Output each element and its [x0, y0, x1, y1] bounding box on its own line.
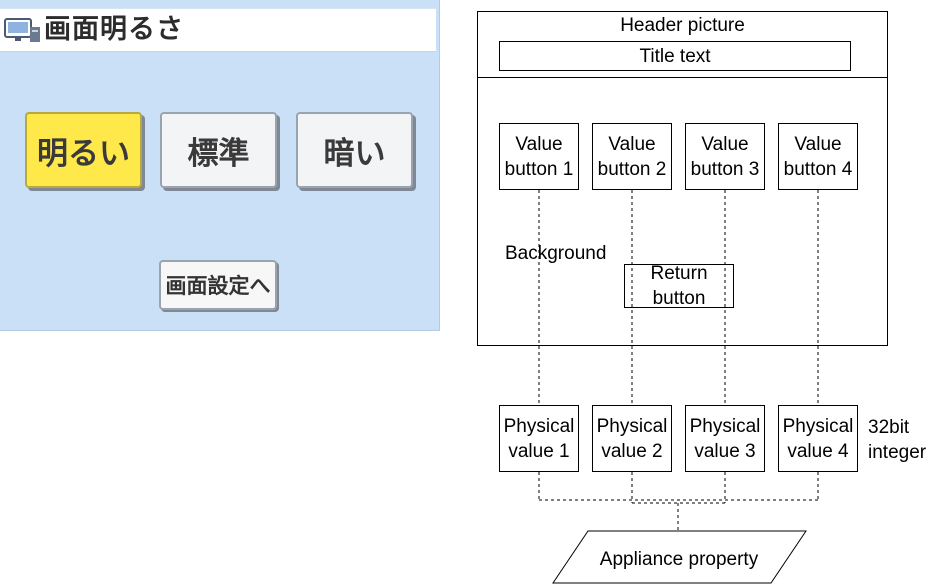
value-button-2-line1: Value — [608, 133, 656, 155]
physical-value-1: Physical value 1 — [499, 405, 579, 472]
value-button-3-line1: Value — [701, 133, 749, 155]
value-button-4-line1: Value — [794, 133, 842, 155]
value-button-4-line2: button 4 — [783, 158, 853, 180]
title-text-box: Title text — [499, 41, 851, 71]
header-divider — [477, 77, 888, 78]
screen-title: 画面明るさ — [44, 14, 184, 45]
appliance-property-shape — [552, 530, 807, 584]
value-button-4: Value button 4 — [778, 123, 858, 190]
physical-value-1-line2: value 1 — [508, 440, 570, 462]
return-button-box: Return button — [624, 263, 734, 309]
physical-value-3-line2: value 3 — [694, 440, 756, 462]
screen-settings-button[interactable]: 画面設定へ — [159, 260, 277, 310]
title-text-label: Title text — [639, 45, 711, 67]
physical-value-2-line2: value 2 — [601, 440, 663, 462]
value-button-3: Value button 3 — [685, 123, 765, 190]
value-button-1: Value button 1 — [499, 123, 579, 190]
physical-value-4: Physical value 4 — [778, 405, 858, 472]
physical-type-line1: 32bit — [868, 417, 910, 438]
value-button-1-line1: Value — [515, 133, 563, 155]
monitor-icon — [4, 18, 40, 42]
physical-value-1-line1: Physical — [503, 415, 575, 437]
value-button-1-line2: button 1 — [504, 158, 574, 180]
screen-frame — [477, 11, 888, 346]
value-button-2-line2: button 2 — [597, 158, 667, 180]
physical-value-2-line1: Physical — [596, 415, 668, 437]
title-bar: 画面明るさ — [0, 8, 436, 52]
bright-button[interactable]: 明るい — [25, 112, 142, 188]
value-button-2: Value button 2 — [592, 123, 672, 190]
appliance-property-label: Appliance property — [599, 549, 759, 570]
dark-button[interactable]: 暗い — [296, 112, 413, 188]
header-picture-label: Header picture — [620, 15, 745, 36]
physical-value-3-line1: Physical — [689, 415, 761, 437]
physical-value-3: Physical value 3 — [685, 405, 765, 472]
physical-type-line2: integer — [868, 442, 927, 463]
physical-value-4-line2: value 4 — [787, 440, 849, 462]
background-label: Background — [505, 243, 607, 264]
brightness-screen: 画面明るさ 明るい 標準 暗い 画面設定へ — [0, 0, 440, 331]
value-button-3-line2: button 3 — [690, 158, 760, 180]
return-button-line1: Return — [650, 263, 708, 284]
physical-value-2: Physical value 2 — [592, 405, 672, 472]
return-button-line2: button — [652, 288, 706, 309]
physical-value-4-line1: Physical — [782, 415, 854, 437]
standard-button[interactable]: 標準 — [160, 112, 277, 188]
